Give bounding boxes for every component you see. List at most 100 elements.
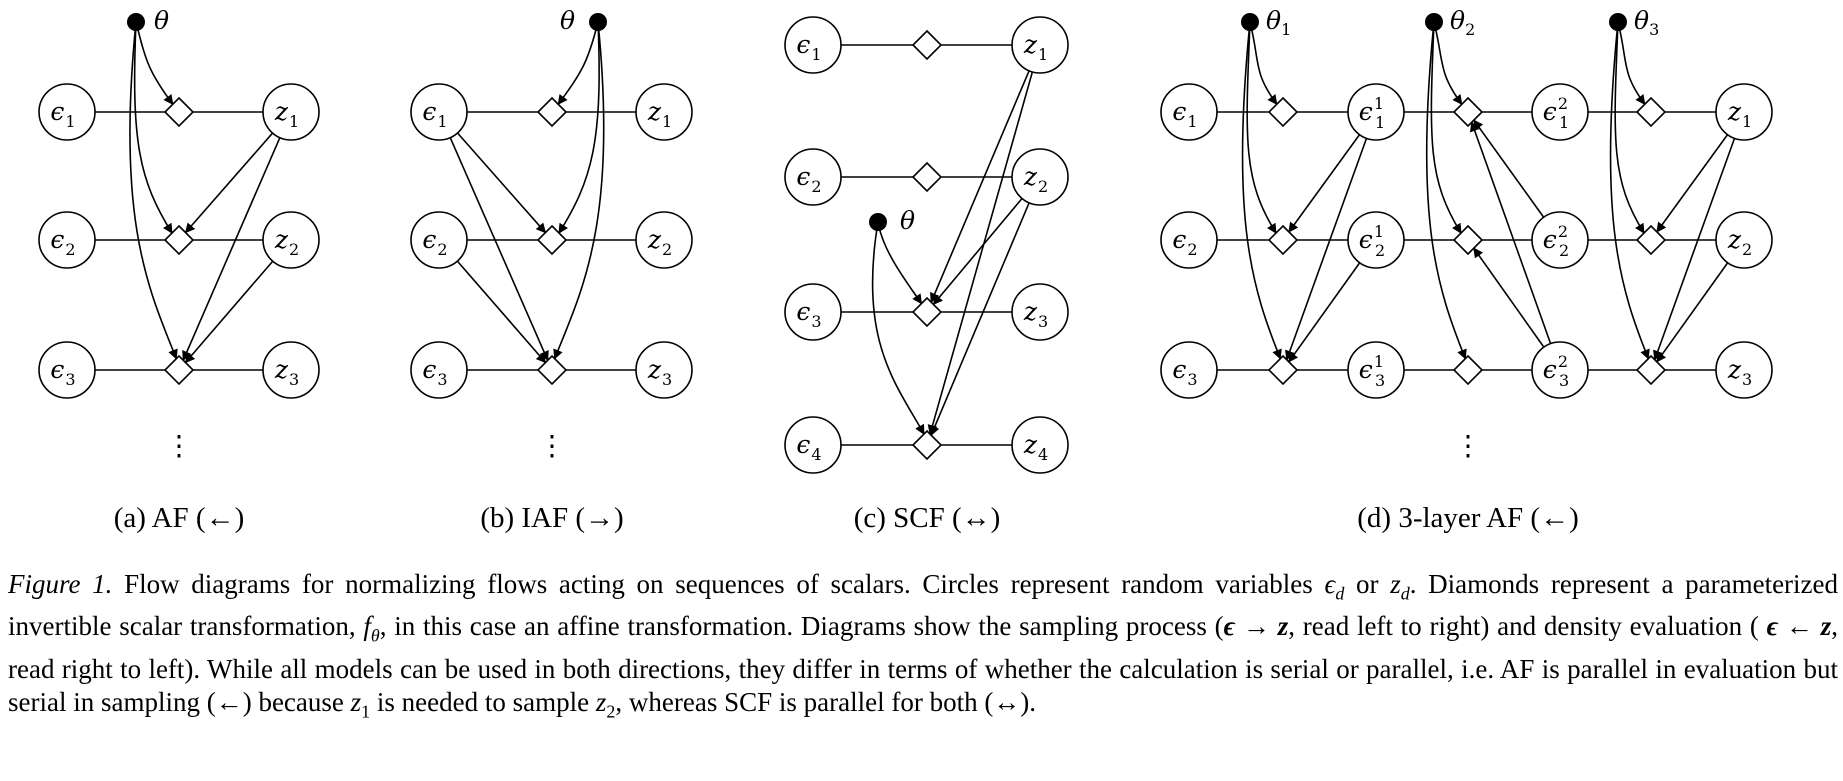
d-epsilon-node-1-label: ϵ1 xyxy=(1172,97,1197,131)
c-z-node-1-label: z1 xyxy=(1023,30,1048,64)
caption-math-z: z xyxy=(1390,569,1401,599)
d-layer2-diamond-2 xyxy=(1452,224,1484,256)
a-theta-arrow-1 xyxy=(135,21,174,106)
c-transform-diamond-4 xyxy=(911,429,943,461)
d-epsilon2-node-3 xyxy=(1531,341,1589,399)
d-epsilon-node-2-label: ϵ2 xyxy=(1172,225,1197,259)
d-z-node-3-label: z3 xyxy=(1727,355,1752,389)
d-z-node-1 xyxy=(1715,83,1773,141)
d-z-node-2-label: z2 xyxy=(1727,225,1752,259)
d-z-node-3 xyxy=(1715,341,1773,399)
b-z-node-2-label: z2 xyxy=(647,225,672,259)
b-z-node-1 xyxy=(635,83,693,141)
a-epsilon-node-3-label: ϵ3 xyxy=(50,355,75,389)
caption-text-7: is needed to sample xyxy=(370,686,596,717)
d-theta-node-1 xyxy=(1241,13,1259,31)
b-epsilon-node-3 xyxy=(410,341,468,399)
b-transform-diamond-2 xyxy=(536,224,568,256)
d-layer2-arrow-1 xyxy=(1473,119,1545,218)
c-epsilon-node-1-label: ϵ1 xyxy=(796,30,821,64)
b-z-node-2 xyxy=(635,211,693,269)
a-z-node-2 xyxy=(262,211,320,269)
a-transform-diamond-1 xyxy=(163,96,195,128)
caption-math-z1: z xyxy=(350,686,362,717)
figure-caption: Figure 1. Flow diagrams for normalizing … xyxy=(8,568,1838,728)
d-layer3-arrow-3 xyxy=(1656,262,1729,363)
c-epsilon-node-2-label: ϵ2 xyxy=(796,162,821,196)
b-theta-arrow-3 xyxy=(553,21,605,360)
b-epsilon-node-2 xyxy=(410,211,468,269)
d-epsilon2-node-2 xyxy=(1531,211,1589,269)
d-layer2-theta-arrow-3 xyxy=(1425,21,1467,360)
d-layer1-theta-arrow-3 xyxy=(1241,21,1282,360)
c-epsilon-node-2 xyxy=(784,148,842,206)
c-theta-node xyxy=(869,213,887,231)
d-theta-label-1: θ1 xyxy=(1266,6,1291,39)
d-layer3-arrow-1 xyxy=(1656,134,1729,233)
a-theta-arrow-3 xyxy=(129,21,178,360)
c-epsilon-node-4 xyxy=(784,416,842,474)
d-layer1-diamond-3 xyxy=(1267,354,1299,386)
c-epsilon-node-4-label: ϵ4 xyxy=(796,430,821,464)
c-z-node-1 xyxy=(1011,16,1069,74)
c-theta-label: θ xyxy=(900,206,915,235)
b-epsilon-node-1 xyxy=(410,83,468,141)
b-epsilon-node-3-label: ϵ3 xyxy=(422,355,447,389)
b-theta-node xyxy=(589,13,607,31)
b-transform-diamond-3 xyxy=(536,354,568,386)
d-layer2-diamond-1 xyxy=(1452,96,1484,128)
c-z-node-2 xyxy=(1011,148,1069,206)
a-z-node-3 xyxy=(262,341,320,399)
d-layer1-arrow-2 xyxy=(1285,138,1368,361)
a-z-node-1-label: z1 xyxy=(274,97,299,131)
caption-math-z1-sub: 1 xyxy=(361,701,371,722)
d-epsilon1-node-1 xyxy=(1347,83,1405,141)
d-layer2-theta-arrow-1 xyxy=(1433,21,1463,106)
c-z-node-3-label: z3 xyxy=(1023,297,1048,331)
a-transform-diamond-3 xyxy=(163,354,195,386)
caption-text-4: , in this case an affine transformation.… xyxy=(379,611,1224,642)
a-epsilon-node-1-label: ϵ1 xyxy=(50,97,75,131)
d-layer3-diamond-1 xyxy=(1635,96,1667,128)
caption-text-5: , read left to right) and density evalua… xyxy=(1288,611,1767,642)
caption-math-forward: ϵ → z xyxy=(1223,611,1289,642)
b-eps-arrow-3 xyxy=(456,260,547,364)
c-z-arrow-2 xyxy=(927,71,1034,436)
d-z-node-1-label: z1 xyxy=(1727,97,1752,131)
d-layer3-diamond-3 xyxy=(1635,354,1667,386)
a-z-node-2-label: z2 xyxy=(274,225,299,259)
caption-math-eps-sub: d xyxy=(1335,583,1345,604)
a-ellipsis: ⋮ xyxy=(165,429,193,462)
c-transform-diamond-1 xyxy=(911,29,943,61)
d-layer1-theta-arrow-2 xyxy=(1246,21,1277,234)
d-z-node-2 xyxy=(1715,211,1773,269)
caption-text-3: . Diamonds represent a parameterized inv… xyxy=(8,569,1839,642)
d-theta-label-3: θ3 xyxy=(1634,6,1659,39)
caption-text-1: Flow diagrams for normalizing flows acti… xyxy=(112,569,1325,599)
b-theta-label: θ xyxy=(560,6,575,35)
d-epsilon1-node-2 xyxy=(1347,211,1405,269)
a-theta-arrow-2 xyxy=(133,21,173,234)
c-epsilon-node-3 xyxy=(784,283,842,341)
c-z-node-3 xyxy=(1011,283,1069,341)
caption-math-f-sub: θ xyxy=(370,625,380,646)
nodes-layer xyxy=(38,13,1773,474)
d-layer2-arrow-2 xyxy=(1469,121,1552,344)
d-layer2-theta-arrow-2 xyxy=(1430,21,1462,234)
c-theta-arrow-2 xyxy=(871,221,925,435)
caption-math-z-sub: d xyxy=(1400,583,1410,604)
a-z-node-3-label: z3 xyxy=(274,355,299,389)
c-epsilon-node-1 xyxy=(784,16,842,74)
a-epsilon-node-2-label: ϵ2 xyxy=(50,225,75,259)
caption-math-z2: z xyxy=(595,686,607,717)
d-theta-label-2: θ2 xyxy=(1450,6,1475,39)
d-ellipsis: ⋮ xyxy=(1454,429,1482,462)
c-z-arrow-1 xyxy=(930,70,1030,304)
